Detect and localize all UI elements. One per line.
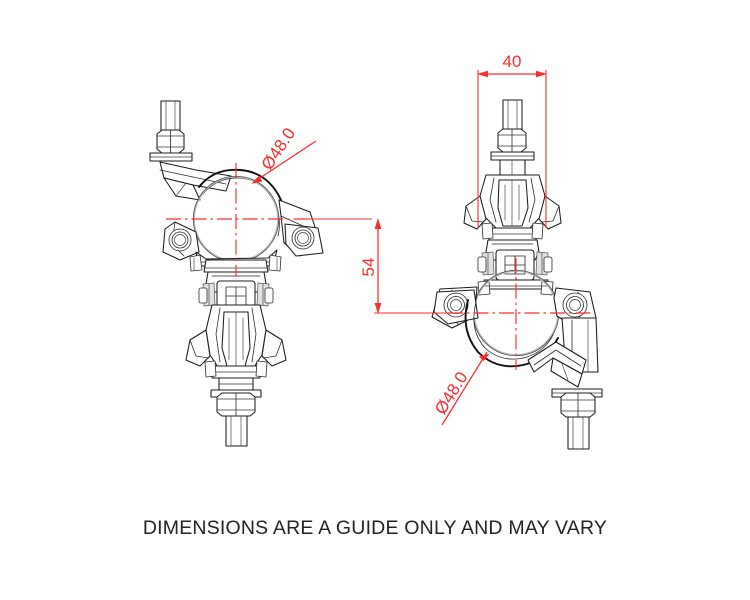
right-swivel-knuckle	[477, 239, 553, 281]
dim54-label: 54	[359, 258, 378, 277]
drawing-caption: DIMENSIONS ARE A GUIDE ONLY AND MAY VARY	[142, 517, 608, 539]
dia-right-leader-line	[441, 351, 488, 426]
left-coupler-assembly	[149, 100, 324, 447]
right-lower-bolt	[551, 388, 603, 450]
dimension-diameter-right: Ø48.0	[431, 351, 490, 426]
left-swivel-knuckle	[198, 271, 274, 312]
dia-right-label: Ø48.0	[431, 368, 472, 417]
dia-right-arrow	[478, 353, 490, 362]
dim40-label: 40	[503, 52, 522, 71]
right-upper-bolt	[490, 99, 535, 176]
left-upper-bolt	[149, 100, 193, 162]
left-clamp-body-left	[162, 221, 200, 261]
dimension-diameter-left: Ø48.0	[251, 124, 317, 184]
dim54-arrow-top	[374, 218, 382, 229]
right-coupler-assembly	[431, 99, 603, 450]
left-clamp-body-right	[278, 199, 324, 257]
right-inner-band-arc	[473, 301, 554, 360]
right-upper-clamp-body	[463, 174, 562, 241]
left-lower-bolt	[210, 377, 262, 447]
dia-left-leader-line	[253, 140, 317, 183]
left-lower-clamp-body	[185, 304, 287, 379]
dim40-arrow-right	[536, 70, 547, 78]
dim40-arrow-left	[477, 70, 488, 78]
right-lower-strap	[527, 341, 587, 388]
centerlines-group	[166, 163, 590, 370]
dimension-width-40: 40	[477, 52, 547, 228]
dia-left-arrow	[251, 176, 263, 184]
right-upper-jaw-plate	[477, 279, 554, 296]
dimension-offset-54: 54	[300, 218, 450, 314]
right-clamp-arm-left	[431, 286, 479, 329]
dim54-arrow-bottom	[374, 303, 382, 314]
